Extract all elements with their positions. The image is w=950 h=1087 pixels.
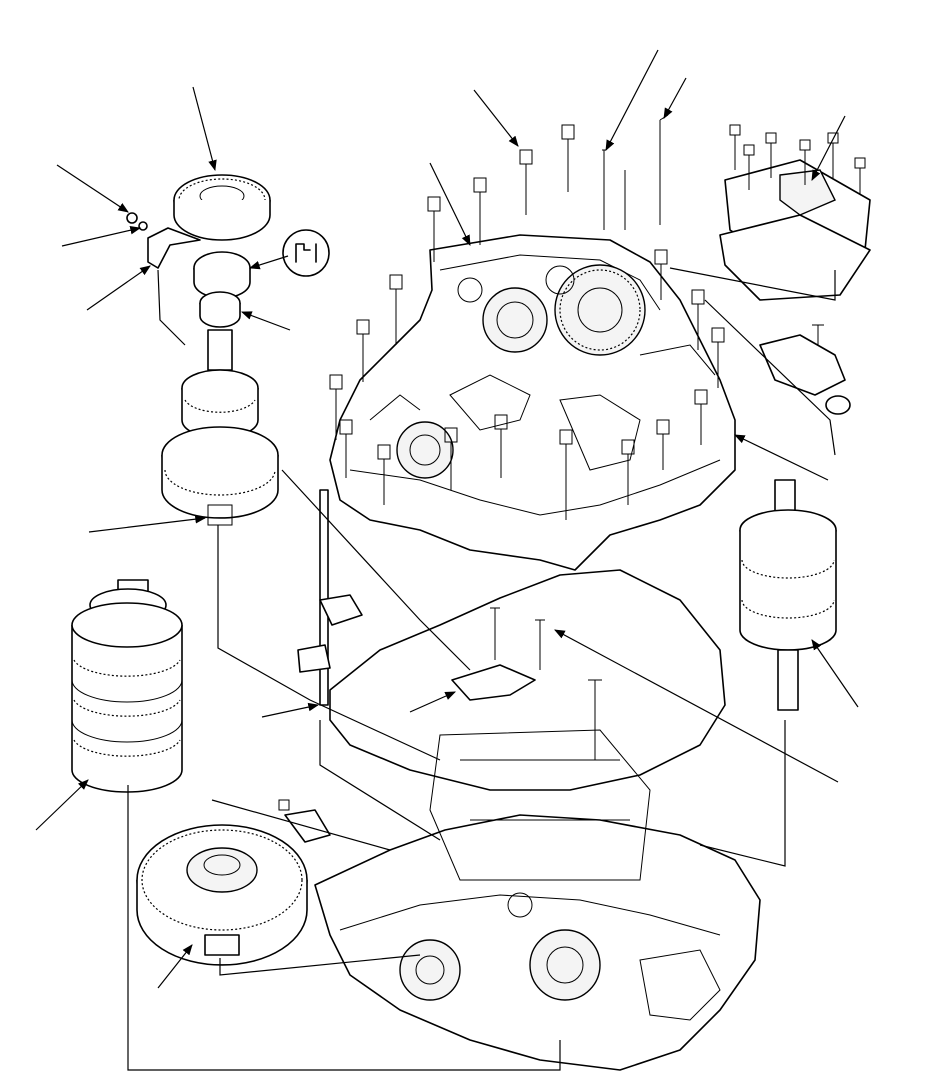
shift-fork <box>451 607 545 701</box>
small-bracket <box>278 799 331 843</box>
clutch-housing <box>314 679 761 1071</box>
shift-cover-plate <box>719 124 871 301</box>
differential-ring-gear <box>136 824 308 966</box>
tick-mark-icon <box>282 229 330 277</box>
housing-gasket <box>329 569 726 791</box>
transmission-housing <box>329 234 736 571</box>
countershaft-gear-stack <box>173 174 271 328</box>
shift-rod <box>297 489 363 706</box>
mainshaft-assembly <box>71 579 183 793</box>
sensor-harness <box>759 324 851 415</box>
countershaft <box>161 329 279 526</box>
leader-lines <box>35 49 859 1071</box>
output-shaft-assembly <box>739 479 837 711</box>
